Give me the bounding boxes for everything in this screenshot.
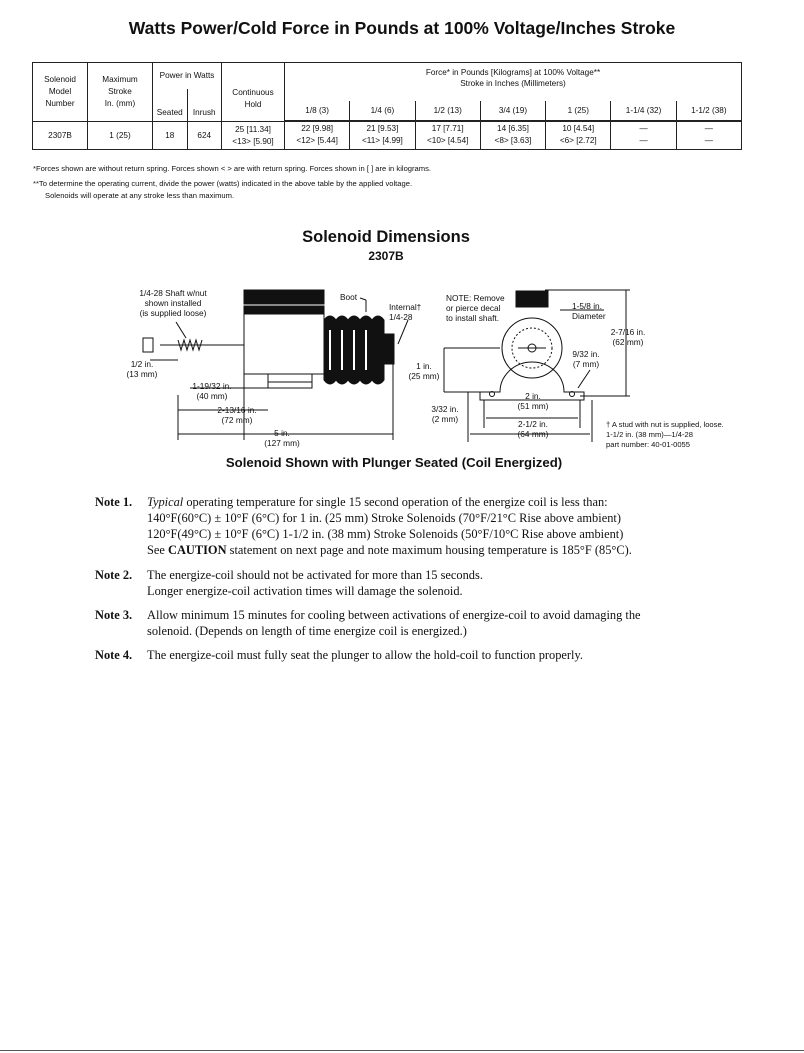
shaft-nut — [142, 337, 154, 353]
end-view-base — [479, 361, 585, 401]
drawing-caption: Solenoid Shown with Plunger Seated (Coil… — [225, 455, 563, 470]
stroke-col-header: 1/8 (3) — [285, 101, 350, 121]
label-diameter: 1-5/8 in.Diameter — [572, 301, 606, 321]
label-mount-height: 9/32 in.(7 mm) — [572, 349, 600, 369]
force-cell: 22 [9.98]<12> [5.44] — [296, 124, 338, 145]
footnote-3: Solenoids will operate at any stroke les… — [45, 191, 235, 200]
label-boot: Boot — [340, 292, 358, 302]
force-cell: —— — [675, 122, 741, 149]
cell-model: 2307B — [48, 130, 72, 140]
dimensions-model: 2307B — [368, 249, 404, 263]
force-cell: 17 [7.71]<10> [4.54] — [414, 122, 480, 149]
solenoid-drawing — [142, 289, 630, 442]
footnote-2: **To determine the operating current, di… — [33, 179, 413, 188]
shaft-thread — [177, 338, 203, 352]
stroke-col-header: 1 (25) — [545, 101, 611, 121]
dimensions-title: Solenoid Dimensions — [302, 228, 470, 246]
force-cell: 21 [9.53]<11> [4.99] — [349, 122, 414, 149]
header-force: Force* in Pounds [Kilograms] at 100% Vol… — [284, 62, 742, 122]
cell-power: 18 624 — [152, 121, 222, 150]
coil-band-mid — [243, 305, 325, 315]
stud-note: † A stud with nut is supplied, loose.1-1… — [606, 420, 724, 449]
note-body: Typical operating temperature for single… — [147, 495, 632, 557]
label-d5: 2 in.(51 mm) — [517, 391, 549, 411]
footnote-1: *Forces shown are without return spring.… — [33, 164, 431, 173]
label-internal: Internal†1/4-28 — [389, 302, 422, 322]
stroke-col-header: 1/2 (13) — [414, 101, 480, 121]
page-title: Watts Power/Cold Force in Pounds at 100%… — [128, 18, 676, 38]
stroke-col-header: 1/4 (6) — [349, 101, 415, 121]
note-body: The energize-coil should not be activate… — [147, 568, 483, 598]
stroke-col-header: 1-1/4 (32) — [610, 101, 676, 121]
note-label: Note 2. — [95, 568, 133, 582]
cell-stroke: 1 (25) — [87, 121, 153, 150]
label-one-inch: 1 in.(25 mm) — [408, 361, 440, 381]
label-d1: 1-19/32 in.(40 mm) — [192, 381, 232, 401]
note-label: Note 4. — [95, 648, 133, 662]
stroke-col-header: 1-1/2 (38) — [675, 101, 741, 121]
label-half-inch: 1/2 in.(13 mm) — [126, 359, 158, 379]
force-cell: 10 [4.54]<6> [2.72] — [545, 122, 610, 149]
label-d2: 2-13/16 in.(72 mm) — [217, 405, 257, 425]
force-cell: 14 [6.35]<8> [3.63] — [479, 122, 545, 149]
mount-bracket — [267, 373, 313, 389]
bottom-rule — [0, 1050, 804, 1051]
note-label: Note 3. — [95, 608, 133, 622]
label-d6: 2-1/2 in.(64 mm) — [517, 419, 549, 439]
note-body: The energize-coil must fully seat the pl… — [147, 648, 583, 662]
header-power: Power in Watts Seated Inrush — [152, 62, 222, 122]
label-height: 2-7/16 in.(62 mm) — [610, 327, 646, 347]
cell-continuous: 25 [11.34]<13> [5.90] — [221, 121, 285, 150]
note-body: Allow minimum 15 minutes for cooling bet… — [147, 608, 641, 638]
force-cell: —— — [610, 122, 675, 149]
label-d3: 5 in.(127 mm) — [264, 428, 300, 448]
end-view-cap — [515, 290, 549, 308]
stroke-col-header: 3/4 (19) — [479, 101, 546, 121]
note-label: Note 1. — [95, 495, 133, 509]
solenoid-body — [243, 313, 325, 375]
end-view-circle — [501, 317, 563, 379]
label-d4: 3/32 in.(2 mm) — [431, 404, 459, 424]
end-plunger — [383, 333, 395, 365]
coil-band-top — [243, 289, 325, 305]
cell-forces: 22 [9.98]<12> [5.44] 21 [9.53]<11> [4.99]… — [284, 121, 742, 150]
